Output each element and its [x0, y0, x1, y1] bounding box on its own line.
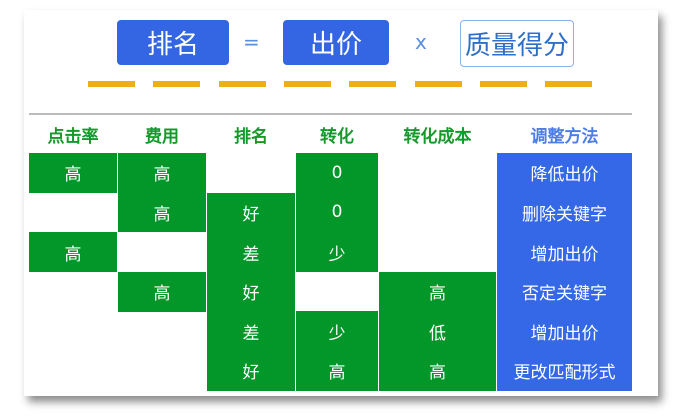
- quality-score-box: 质量得分: [460, 20, 574, 67]
- dash-separator: [479, 81, 527, 87]
- table-cell: 高: [379, 351, 496, 391]
- table-cell: 好: [207, 351, 295, 391]
- dash-separator: [153, 81, 201, 87]
- column-header: 转化: [320, 127, 354, 147]
- adjustment-cell: 降低出价: [497, 153, 632, 193]
- table-cell: 少: [296, 232, 378, 272]
- dash-separator: [283, 81, 331, 87]
- table-cell: 高: [29, 153, 117, 193]
- rank-box: 排名: [117, 20, 229, 65]
- table-cell: 低: [379, 311, 496, 352]
- column-header: 排名: [234, 127, 268, 147]
- adjustment-cell: 否定关键字: [497, 271, 632, 312]
- dash-separator: [545, 81, 593, 87]
- adjustment-cell: 更改匹配形式: [497, 351, 632, 391]
- table-cell: 高: [379, 271, 496, 312]
- table-cell: 0: [296, 153, 378, 193]
- table-cell: 差: [207, 311, 295, 352]
- dash-separator: [414, 81, 462, 87]
- table-cell: 好: [207, 271, 295, 312]
- column-header: 点击率: [47, 127, 99, 147]
- bid-box: 出价: [283, 20, 389, 65]
- dash-separator: [218, 81, 266, 87]
- divider: [29, 113, 632, 115]
- adjustment-cell: 增加出价: [497, 311, 632, 352]
- table-cell: 高: [118, 153, 206, 193]
- column-header: 转化成本: [403, 127, 472, 147]
- table-cell: 0: [296, 192, 378, 233]
- column-header: 调整方法: [530, 127, 599, 147]
- table-cell: 高: [29, 232, 117, 272]
- dash-separator: [88, 81, 135, 87]
- dash-separator: [349, 81, 397, 87]
- adjustment-cell: 增加出价: [497, 232, 632, 272]
- column-header: 费用: [145, 127, 179, 147]
- table-cell: 好: [207, 192, 295, 233]
- table-cell: 差: [207, 232, 295, 272]
- table-cell: 高: [118, 271, 206, 312]
- equals-sign: =: [243, 30, 260, 54]
- table-cell: 少: [296, 311, 378, 352]
- adjustment-cell: 删除关键字: [497, 192, 632, 233]
- table-cell: 高: [296, 351, 378, 391]
- table-cell: 高: [118, 192, 206, 233]
- times-sign: x: [415, 30, 427, 54]
